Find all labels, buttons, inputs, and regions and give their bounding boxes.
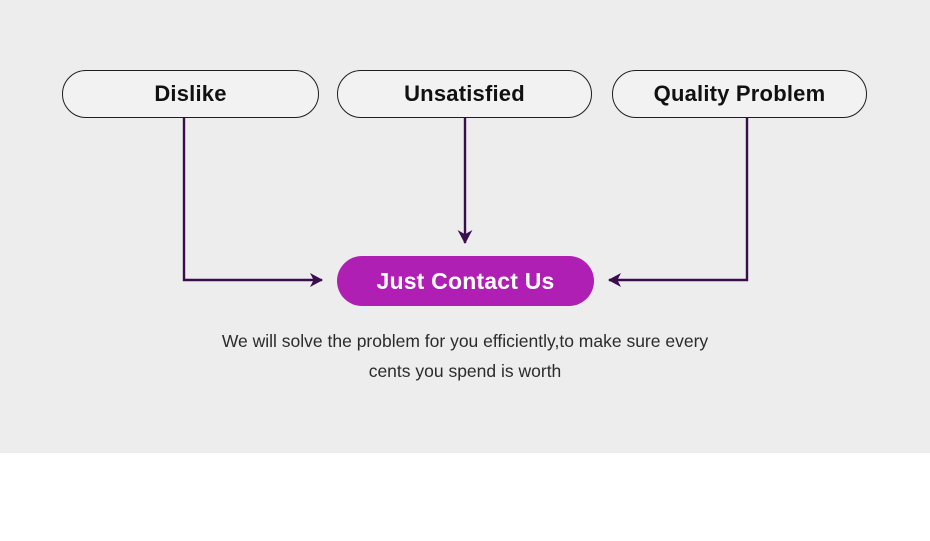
contact-us-button[interactable]: Just Contact Us: [337, 256, 594, 306]
reason-pill-dislike[interactable]: Dislike: [62, 70, 319, 118]
reason-pill-label: Dislike: [154, 81, 227, 106]
caption-text: We will solve the problem for you effici…: [120, 326, 810, 386]
reason-pill-label: Quality Problem: [653, 81, 826, 106]
reason-pill-unsatisfied[interactable]: Unsatisfied: [337, 70, 592, 118]
reason-pill-quality-problem[interactable]: Quality Problem: [612, 70, 867, 118]
contact-us-label: Just Contact Us: [376, 267, 555, 294]
caption-line-1: We will solve the problem for you effici…: [221, 331, 709, 351]
reason-pill-label: Unsatisfied: [404, 81, 525, 106]
caption-line-2: cents you spend is worth: [368, 361, 562, 381]
